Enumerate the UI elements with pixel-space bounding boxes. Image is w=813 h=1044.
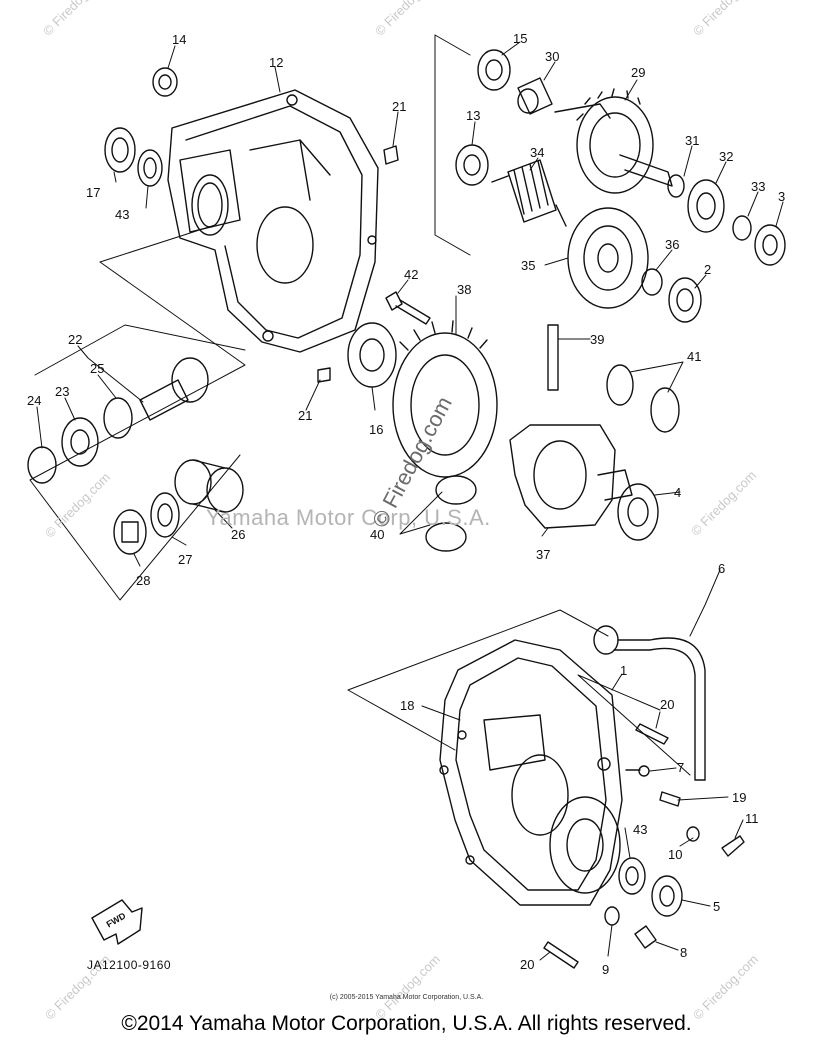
part-30-collar [517,77,553,115]
part-7-clip [625,765,650,777]
part-39-pin [547,324,559,391]
part-label: 38 [457,282,472,297]
part-label: 30 [545,49,560,64]
part-6-tube [593,625,706,781]
part-17-bearing [104,127,136,173]
part-13-bearing [455,144,489,186]
part-23-bearing [61,417,99,467]
part-label: 16 [369,422,384,437]
leader-lines [36,41,784,961]
part-label: 40 [370,527,385,542]
part-32-small-gear [687,179,725,233]
small-copyright: (c) 2005-2015 Yamaha Motor Corporation, … [329,994,484,1001]
part-label: 15 [513,31,528,46]
part-label: 18 [400,698,415,713]
part-label: 36 [665,237,680,252]
part-27-bearing [150,492,180,538]
part-label: 32 [719,149,734,164]
part-12-upper-case [167,89,379,353]
part-38-ring-gear [392,320,498,478]
part-label: 17 [86,185,101,200]
part-label: 35 [521,258,536,273]
part-36-washer [641,268,663,296]
part-label: 13 [466,108,481,123]
part-18-lower-case [439,639,623,906]
part-label: 12 [269,55,284,70]
part-16-bearing [347,322,397,388]
part-label: 19 [732,790,747,805]
part-label: 2 [704,262,712,277]
part-15-bearing [477,49,511,91]
part-19-screw [659,791,681,807]
part-label: 34 [530,145,545,160]
part-label: 29 [631,65,646,80]
part-5-bearing [651,875,683,917]
part-28-spacer [113,509,147,555]
group-bracket-lines [29,34,691,776]
part-label: 42 [404,267,419,282]
part-22-shaft [139,357,209,421]
fwd-arrow-icon [91,899,143,945]
part-4-bearing [617,483,659,541]
part-label: 20 [660,697,675,712]
part-label: 3 [778,189,786,204]
part-label: 43 [115,207,130,222]
part-label: 8 [680,945,688,960]
part-8-plug [634,925,657,949]
part-25-washer [103,397,133,439]
part-label: 33 [751,179,766,194]
part-label: 41 [687,349,702,364]
part-label: 1 [620,663,628,678]
part-42-bolt [385,291,431,325]
part-label: 37 [536,547,551,562]
part-label: 43 [633,822,648,837]
part-label: 11 [745,811,759,826]
part-label: 7 [677,760,685,775]
part-34-pinion-shaft [491,159,567,227]
part-label: 25 [90,361,105,376]
part-label: 20 [520,957,535,972]
part-31-washer [667,174,685,198]
part-label: 5 [713,899,721,914]
copyright-notice: ©2014 Yamaha Motor Corporation, U.S.A. A… [121,1012,692,1035]
part-21-dowel-pin [317,145,399,383]
part-label: 10 [668,847,683,862]
part-label: 31 [685,133,700,148]
part-35-gear [567,207,649,309]
part-label: 9 [602,962,610,977]
part-label: 4 [674,485,682,500]
part-10-washer [686,826,700,842]
part-14-seal [152,67,178,97]
part-label: 39 [590,332,605,347]
part-41-pinion-gears [606,364,680,433]
part-33-washer [732,215,752,241]
part-40-pinion-gears [425,475,477,552]
part-label: 28 [136,573,151,588]
part-label: 26 [231,527,246,542]
part-label: 21 [392,99,407,114]
part-label: 21 [298,408,313,423]
part-label: 24 [27,393,42,408]
part-11-bolt [721,835,745,857]
part-3-bearing [754,224,786,266]
part-24-seal [27,446,57,484]
part-43-seal-upper [137,149,163,187]
part-code: JA12100-9160 [87,958,172,972]
part-2-bearing [668,277,702,323]
part-9-washer [604,906,620,926]
part-label: 22 [68,332,83,347]
part-label: 6 [718,561,726,576]
part-label: 14 [172,32,187,47]
part-label: 23 [55,384,70,399]
center-watermark: Yamaha Motor Corp, U.S.A. [206,505,491,530]
part-37-diff-case [509,424,633,529]
part-43-seal-lower [618,857,646,895]
part-label: 27 [178,552,193,567]
part-29-drive-gear [554,88,673,194]
part-20-bolt-lower [543,941,579,969]
